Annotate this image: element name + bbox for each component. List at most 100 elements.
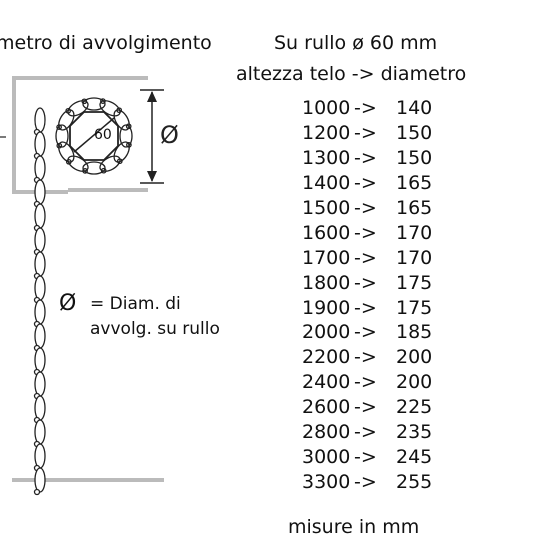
row-diameter: 225 <box>396 396 433 419</box>
row-arrow: -> <box>354 321 377 344</box>
dimension-arrow-down <box>147 171 157 182</box>
roll-slat <box>119 124 133 148</box>
row-height: 3300 <box>302 470 351 493</box>
slat <box>34 395 46 421</box>
row-arrow: -> <box>354 172 377 195</box>
slat <box>34 107 46 133</box>
slat <box>34 467 46 493</box>
slat <box>34 179 46 205</box>
roll-slat <box>82 97 106 111</box>
row-height: 1800 <box>302 271 351 294</box>
row-arrow: -> <box>354 147 377 170</box>
row-diameter: 170 <box>396 221 433 244</box>
row-arrow: -> <box>354 470 377 493</box>
slat <box>34 299 46 325</box>
diameter-symbol: Ø <box>160 121 179 149</box>
row-diameter: 150 <box>396 122 433 145</box>
slat <box>34 323 46 349</box>
row-height: 1400 <box>302 172 351 195</box>
roll-joint <box>81 98 88 105</box>
row-diameter: 235 <box>396 421 433 444</box>
table-row: 2000-> 185 <box>302 320 436 345</box>
roll-slat <box>58 141 75 163</box>
row-arrow: -> <box>354 346 377 369</box>
title-right: Su rullo ø 60 mm <box>274 32 438 54</box>
table-row: 1900-> 175 <box>302 295 436 320</box>
row-diameter: 170 <box>396 246 433 269</box>
table-row: 1800-> 175 <box>302 270 436 295</box>
slat <box>34 347 46 373</box>
row-height: 1000 <box>302 97 351 120</box>
legend-symbol: Ø <box>59 291 77 316</box>
slat-joint <box>33 488 41 496</box>
row-diameter: 165 <box>396 197 433 219</box>
row-arrow: -> <box>354 221 377 244</box>
row-height: 1600 <box>302 221 351 244</box>
row-diameter: 150 <box>396 147 433 170</box>
row-arrow: -> <box>354 97 377 120</box>
row-diameter: 175 <box>396 296 433 319</box>
roll-slat <box>99 155 121 172</box>
hanging-slats <box>33 107 46 496</box>
roll-slats <box>55 97 133 175</box>
roll-slat <box>67 155 89 172</box>
row-height: 1300 <box>302 147 351 170</box>
roll-slat <box>82 161 106 175</box>
table-row: 2600-> 225 <box>302 395 436 420</box>
table-row: 1300-> 150 <box>302 146 436 171</box>
legend-line-2: avvolg. su rullo <box>90 319 220 339</box>
slat <box>34 155 46 181</box>
row-height: 2200 <box>302 346 351 369</box>
slat <box>34 227 46 253</box>
table-row: 2200-> 200 <box>302 345 436 370</box>
roll-slat <box>55 124 69 148</box>
row-arrow: -> <box>354 371 377 394</box>
slat <box>34 419 46 445</box>
row-height: 2400 <box>302 371 351 394</box>
row-diameter: 200 <box>396 371 433 394</box>
row-arrow: -> <box>354 197 377 219</box>
slat <box>34 275 46 301</box>
table-row: 2400-> 200 <box>302 370 436 395</box>
row-height: 1200 <box>302 122 351 145</box>
roll-slat <box>58 109 75 131</box>
table-row: 1700->170 <box>302 245 436 270</box>
row-diameter: 175 <box>396 271 433 294</box>
dimension-arrow-up <box>147 91 157 102</box>
row-diameter: 255 <box>396 470 433 493</box>
row-height: 2000 <box>302 321 351 344</box>
roll-slat <box>99 100 121 117</box>
units-note: misure in mm <box>288 516 420 538</box>
roll-slat <box>67 100 89 117</box>
row-diameter: 185 <box>396 321 433 344</box>
row-arrow: -> <box>354 396 377 419</box>
row-height: 3000 <box>302 445 351 468</box>
row-diameter: 200 <box>396 346 433 369</box>
table-row: 1600-> 170 <box>302 220 436 245</box>
legend-line-1: = Diam. di <box>90 294 181 314</box>
table-row: 1200->150 <box>302 121 436 146</box>
slat <box>34 203 46 229</box>
row-arrow: -> <box>354 296 377 319</box>
roll-slat <box>113 141 130 163</box>
slat <box>34 443 46 469</box>
table-row: 3300-> 255 <box>302 469 436 494</box>
table-row: 1400-> 165 <box>302 171 436 196</box>
roll-joint <box>125 123 132 130</box>
row-height: 1500 <box>302 197 351 219</box>
row-diameter: 245 <box>396 445 433 468</box>
table-row: 3000-> 245 <box>302 444 436 469</box>
row-height: 1900 <box>302 296 351 319</box>
row-arrow: -> <box>354 271 377 294</box>
roll-joint <box>56 142 63 149</box>
row-diameter: 165 <box>396 172 433 195</box>
row-height: 2600 <box>302 396 351 419</box>
row-arrow: -> <box>354 445 377 468</box>
roller-diameter-line <box>73 117 115 153</box>
roller-label: 60 <box>94 127 112 143</box>
table-row: 2800->235 <box>302 420 436 445</box>
roll-joint <box>100 167 107 174</box>
row-height: 2800 <box>302 421 351 444</box>
